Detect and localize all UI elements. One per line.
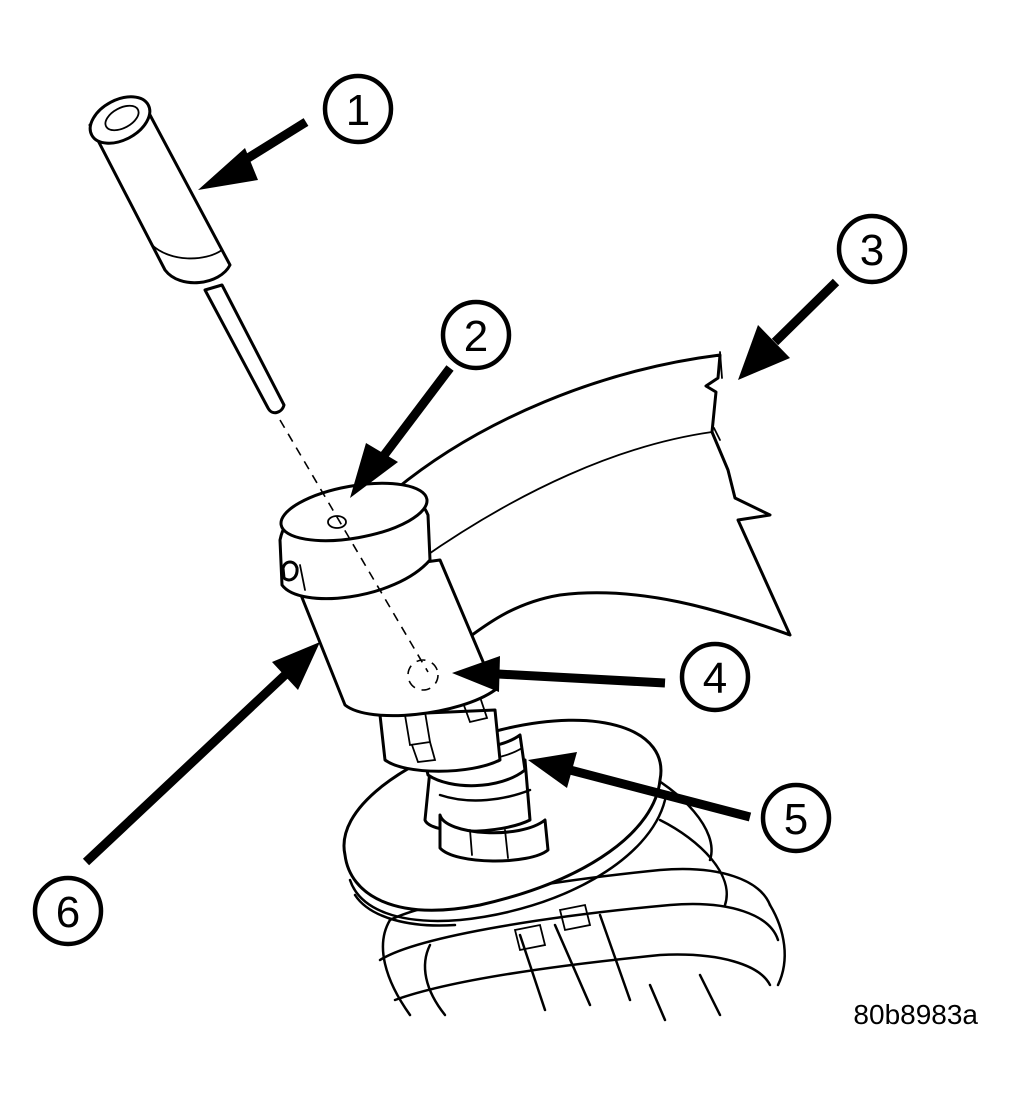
callout-number: 2 bbox=[464, 312, 488, 361]
callout-4: 4 bbox=[679, 641, 751, 713]
callout-number: 1 bbox=[346, 86, 370, 135]
callout-5: 5 bbox=[760, 782, 832, 854]
alignment-line bbox=[279, 419, 429, 673]
figure-id: 80b8983a bbox=[853, 999, 978, 1030]
callout-number: 3 bbox=[860, 226, 884, 275]
shock-rod bbox=[378, 695, 550, 863]
callout-6: 6 bbox=[32, 875, 104, 947]
pin-punch bbox=[88, 95, 286, 415]
leader-arrows bbox=[82, 118, 840, 866]
callout-number: 4 bbox=[703, 654, 727, 703]
callout-2: 2 bbox=[440, 299, 512, 371]
mount-bushing bbox=[278, 481, 497, 718]
callout-number: 6 bbox=[56, 888, 80, 937]
callout-number: 5 bbox=[784, 795, 808, 844]
callout-3: 3 bbox=[836, 213, 908, 285]
callout-1: 1 bbox=[322, 73, 394, 145]
